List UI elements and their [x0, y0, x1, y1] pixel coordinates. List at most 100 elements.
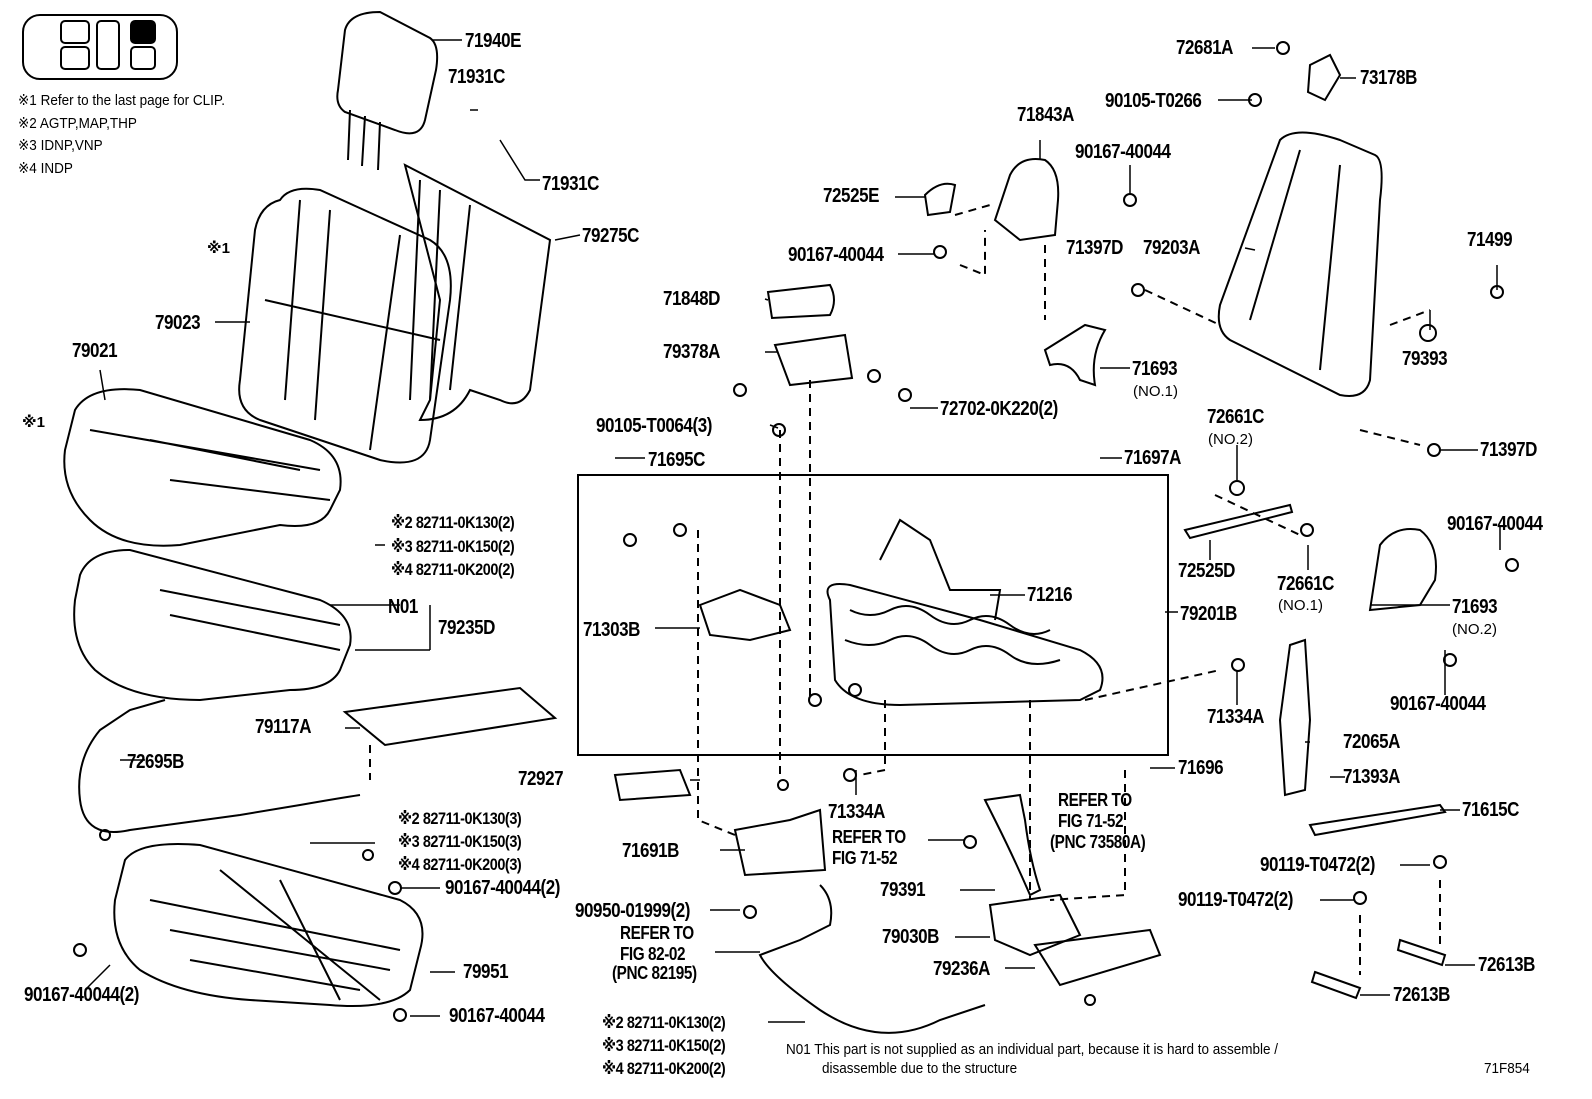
- part-label[interactable]: 72065A: [1343, 731, 1401, 753]
- clip-option[interactable]: ※4 82711-0K200(2): [391, 560, 515, 579]
- part-label[interactable]: 71940E: [465, 30, 522, 52]
- part-label[interactable]: 71615C: [1462, 799, 1520, 821]
- part-label[interactable]: 79378A: [663, 341, 721, 363]
- note-4: ※4 INDP: [18, 160, 73, 177]
- note-3: ※3 IDNP,VNP: [18, 137, 103, 154]
- part-label[interactable]: 72613B: [1478, 954, 1536, 976]
- part-label[interactable]: 71334A: [1207, 706, 1265, 728]
- clip-option[interactable]: ※3 82711-0K150(2): [391, 537, 515, 556]
- footnote-line-1: N01 This part is not supplied as an indi…: [786, 1041, 1279, 1058]
- part-label[interactable]: 79391: [880, 879, 926, 901]
- clip-option[interactable]: ※2 82711-0K130(2): [602, 1013, 726, 1032]
- part-label[interactable]: 72613B: [1393, 984, 1451, 1006]
- seat-cell-highlighted: [130, 20, 156, 44]
- side-cover-part: [993, 158, 1060, 242]
- part-label[interactable]: 90105-T0064(3): [596, 415, 712, 437]
- bracket-72613B-a: [1396, 938, 1447, 967]
- part-label[interactable]: 79275C: [582, 225, 640, 247]
- part-label[interactable]: 72695B: [127, 751, 185, 773]
- part-label[interactable]: 79023: [155, 312, 201, 334]
- part-label[interactable]: 90167-40044(2): [24, 984, 140, 1006]
- part-label[interactable]: 71397D: [1480, 439, 1538, 461]
- part-sublabel: (NO.1): [1278, 597, 1323, 614]
- note-1: ※1 Refer to the last page for CLIP.: [18, 92, 225, 109]
- part-label[interactable]: 79201B: [1180, 603, 1238, 625]
- clip-option[interactable]: ※4 82711-0K200(2): [602, 1059, 726, 1078]
- reference-line: (PNC 82195): [612, 963, 697, 983]
- part-label[interactable]: 71216: [1027, 584, 1073, 606]
- part-label[interactable]: 90167-40044: [1447, 513, 1543, 535]
- part-label[interactable]: 73178B: [1360, 67, 1418, 89]
- part-label[interactable]: 71334A: [828, 801, 886, 823]
- part-label[interactable]: 72525D: [1178, 560, 1236, 582]
- part-label[interactable]: 71931C: [542, 173, 600, 195]
- part-label[interactable]: 71843A: [1017, 104, 1075, 126]
- part-label[interactable]: 79236A: [933, 958, 991, 980]
- part-label[interactable]: 90167-40044: [1075, 141, 1171, 163]
- part-label[interactable]: 90167-40044: [1390, 693, 1486, 715]
- trim-piece-part: [766, 283, 835, 320]
- trim-strip-part: [1308, 803, 1447, 837]
- part-label[interactable]: 71693: [1132, 358, 1178, 380]
- part-label[interactable]: 72927: [518, 768, 564, 790]
- seat-position-indicator: [22, 14, 178, 80]
- reference-line: REFER TO: [832, 827, 906, 847]
- clip-option[interactable]: ※2 82711-0K130(2): [391, 513, 515, 532]
- seat-cell-front-left-top: [60, 20, 90, 44]
- part-label[interactable]: 72661C: [1277, 573, 1335, 595]
- part-label[interactable]: 71695C: [648, 449, 706, 471]
- part-label[interactable]: 71499: [1467, 229, 1513, 251]
- part-label[interactable]: 79235D: [438, 617, 496, 639]
- part-label[interactable]: 71693: [1452, 596, 1498, 618]
- part-label[interactable]: 90950-01999(2): [575, 900, 691, 922]
- clip-option[interactable]: ※3 82711-0K150(3): [398, 832, 522, 851]
- rod-part: [1183, 503, 1294, 540]
- clip-option[interactable]: ※3 82711-0K150(2): [602, 1036, 726, 1055]
- part-label[interactable]: 79951: [463, 961, 509, 983]
- part-label[interactable]: 90167-40044: [788, 244, 884, 266]
- part-sublabel: (NO.2): [1208, 431, 1253, 448]
- part-label[interactable]: 90167-40044: [449, 1005, 545, 1027]
- part-label[interactable]: 79393: [1402, 348, 1448, 370]
- part-label[interactable]: 79203A: [1143, 237, 1201, 259]
- seat-cell-middle: [96, 20, 120, 70]
- part-label[interactable]: 71303B: [583, 619, 641, 641]
- part-label[interactable]: 79117A: [255, 716, 312, 738]
- clip-option[interactable]: ※2 82711-0K130(3): [398, 809, 522, 828]
- part-label[interactable]: 71931C: [448, 66, 506, 88]
- part-label[interactable]: N01: [388, 596, 418, 618]
- part-label[interactable]: 71696: [1178, 757, 1224, 779]
- cushion-cover-part: [63, 388, 342, 547]
- part-label[interactable]: 90119-T0472(2): [1178, 889, 1294, 911]
- part-label[interactable]: 71697A: [1124, 447, 1182, 469]
- headrest-part: [336, 10, 439, 135]
- cover-cap-part: [923, 182, 957, 217]
- part-label[interactable]: 72661C: [1207, 406, 1265, 428]
- part-label[interactable]: 72702-0K220(2): [940, 398, 1058, 420]
- bracket-71691B-part: [733, 808, 827, 877]
- reference-line: REFER TO: [1058, 790, 1132, 810]
- part-label[interactable]: 79021: [72, 340, 118, 362]
- reference-line: FIG 71-52: [1058, 811, 1124, 831]
- bracket-72927-part: [613, 768, 692, 802]
- bracket-cover-part: [773, 333, 854, 387]
- part-label[interactable]: 72681A: [1176, 37, 1234, 59]
- part-label[interactable]: 79030B: [882, 926, 940, 948]
- clip-mark: ※1: [207, 240, 230, 257]
- part-label[interactable]: 90105-T0266: [1105, 90, 1202, 112]
- wire-harness-part: [78, 699, 361, 833]
- part-label[interactable]: 71397D: [1066, 237, 1124, 259]
- diagram-id: 71F854: [1484, 1060, 1530, 1077]
- recliner-mechanism-part: [698, 588, 792, 642]
- part-label[interactable]: 90167-40044(2): [445, 877, 561, 899]
- cover-79236A-part: [1033, 928, 1162, 987]
- clip-option[interactable]: ※4 82711-0K200(3): [398, 855, 522, 874]
- cushion-pad-part: [73, 548, 352, 702]
- part-label[interactable]: 71848D: [663, 288, 721, 310]
- reference-line: FIG 82-02: [620, 944, 686, 964]
- part-label[interactable]: 71393A: [1343, 766, 1401, 788]
- part-label[interactable]: 72525E: [823, 185, 880, 207]
- part-label[interactable]: 90119-T0472(2): [1260, 854, 1376, 876]
- part-label[interactable]: 71691B: [622, 840, 680, 862]
